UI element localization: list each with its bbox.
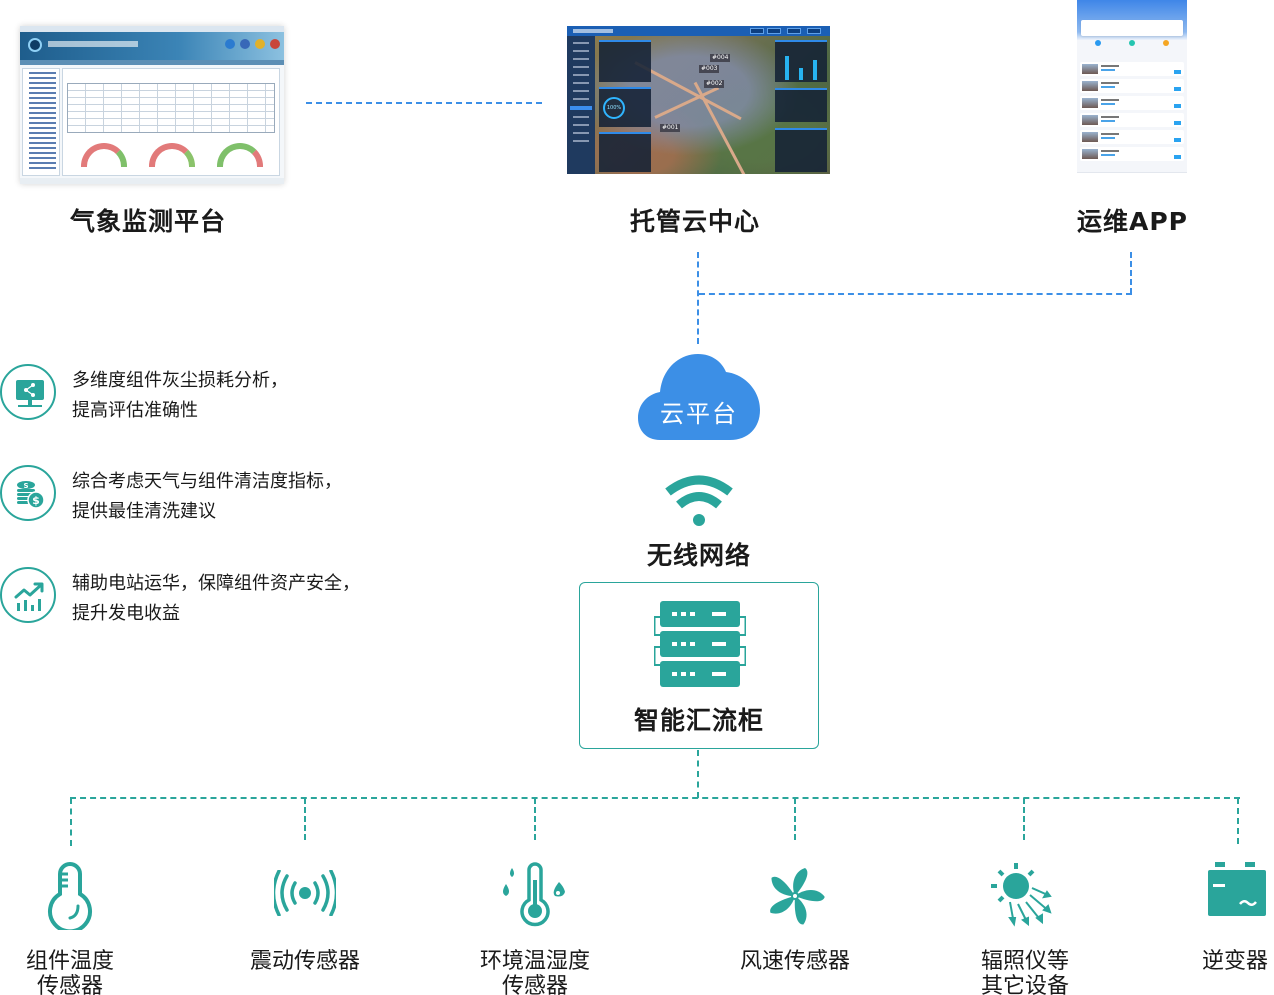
feature-text: 多维度组件灰尘损耗分析，提高评估准确性 [72,366,288,426]
svg-text:$: $ [32,494,40,507]
wifi-icon [664,474,734,530]
cloud-platform-label: 云平台 [636,394,762,429]
weather-platform-screenshot [20,26,284,184]
connector-device-3 [534,798,536,840]
feature-item: S $ 综合考虑天气与组件清洁度指标，提供最佳清洗建议 [0,465,400,527]
device-label: 辐照仪等其它设备 [960,949,1090,995]
thermometer-droplets-icon [500,862,570,928]
connector-device-2 [304,798,306,840]
wireless-network-label: 无线网络 [600,536,798,572]
combiner-cabinet-card: 智能汇流柜 [579,582,819,749]
device-label: 环境温湿度传感器 [470,949,600,995]
device-label: 组件温度传感器 [20,949,120,995]
cloud-center-screenshot: 100% #004 #003 #002 #001 [567,26,830,174]
connector-weather-to-cloud-center [306,102,542,104]
vibration-signal-icon [274,870,336,916]
feature-text: 综合考虑天气与组件清洁度指标，提供最佳清洗建议 [72,467,342,527]
fan-icon [764,866,826,926]
connector-device-5 [1023,798,1025,840]
connector-cloud-center-to-cloud [697,252,699,344]
feature-item: 辅助电站运华，保障组件资产安全，提升发电收益 [0,567,400,629]
combiner-cabinet-label: 智能汇流柜 [580,701,818,737]
connector-device-bus [70,797,1240,799]
om-app-screenshot [1077,0,1187,180]
feature-text: 辅助电站运华，保障组件资产安全，提升发电收益 [72,569,360,629]
om-app-label: 运维APP [1077,202,1188,238]
weather-platform-label: 气象监测平台 [70,202,226,238]
connector-device-6 [1237,798,1239,844]
cloud-center-label: 托管云中心 [630,202,760,238]
connector-device-4 [794,798,796,840]
chart-trend-up-icon [0,567,56,623]
thermometer-icon [46,862,94,930]
server-rack-icon [654,601,746,687]
coins-dollar-icon: S $ [0,465,56,521]
cloud-platform: 云平台 [636,352,762,442]
inverter-battery-icon [1208,862,1266,916]
feature-item: 多维度组件灰尘损耗分析，提高评估准确性 [0,364,400,426]
svg-text:S: S [23,482,28,490]
monitor-share-icon [0,364,56,420]
connector-combiner-down [697,750,699,798]
device-label: 逆变器 [1190,949,1274,974]
sun-radiation-icon [990,862,1058,930]
connector-app-down [1130,252,1132,294]
connector-app-to-cloud [699,293,1132,295]
device-label: 风速传感器 [730,949,860,974]
connector-device-1 [70,798,72,846]
device-label: 震动传感器 [240,949,370,974]
